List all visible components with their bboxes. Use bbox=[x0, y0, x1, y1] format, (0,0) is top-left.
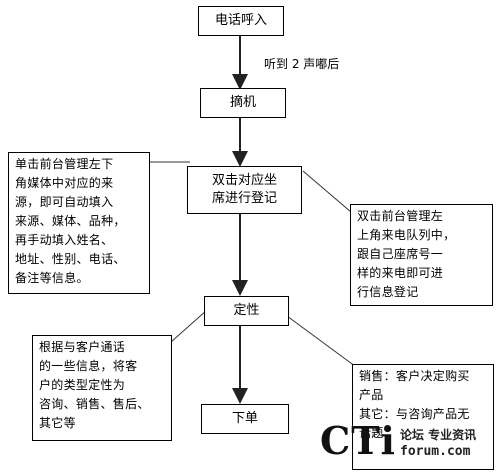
note-right-mid: 双击前台管理左 上角来电队列中， 跟自己座席号一 样的来电即可进 行信息登记 bbox=[350, 204, 493, 306]
classify-node: 定性 bbox=[204, 296, 289, 326]
pick-up-node: 摘机 bbox=[200, 88, 286, 118]
connector-right-mid bbox=[302, 170, 352, 213]
note-right-mid-text: 双击前台管理左 上角来电队列中， 跟自己座席号一 样的来电即可进 行信息登记 bbox=[357, 209, 456, 299]
order-label: 下单 bbox=[231, 411, 258, 426]
note-left-bottom: 根据与客户通话 的一些信息，将客 户的类型定性为 咨询、销售、售后、 其它等 bbox=[32, 335, 172, 441]
register-node: 双击对应坐 席进行登记 bbox=[187, 166, 302, 214]
call-in-node: 电话呼入 bbox=[198, 6, 284, 36]
call-in-label: 电话呼入 bbox=[214, 13, 267, 28]
note-left-top-text: 单击前台管理左下 角媒体中对应的来 源，即可自动填入 来源、媒体、品种， 再手动… bbox=[15, 157, 126, 285]
order-node: 下单 bbox=[201, 404, 289, 434]
connector-left-bottom bbox=[170, 309, 208, 343]
note-left-top: 单击前台管理左下 角媒体中对应的来 源，即可自动填入 来源、媒体、品种， 再手动… bbox=[8, 152, 150, 294]
note-right-bottom-text: 销售：客户决定购买 产品 其它：与咨询产品无 话题 bbox=[359, 369, 470, 440]
classify-label: 定性 bbox=[233, 303, 260, 318]
note-left-bottom-text: 根据与客户通话 的一些信息，将客 户的类型定性为 咨询、销售、售后、 其它等 bbox=[39, 340, 150, 430]
pick-up-label: 摘机 bbox=[229, 95, 256, 110]
watermark-tagline: 论坛 专业资讯 bbox=[400, 428, 477, 442]
watermark-site: forum.com bbox=[400, 444, 471, 459]
after-beep-label: 听到 2 声嘟后 bbox=[264, 57, 340, 71]
watermark-logo: CTi bbox=[320, 418, 396, 463]
note-right-bottom: 销售：客户决定购买 产品 其它：与咨询产品无 话题 bbox=[352, 364, 494, 470]
register-label: 双击对应坐 席进行登记 bbox=[211, 173, 277, 206]
